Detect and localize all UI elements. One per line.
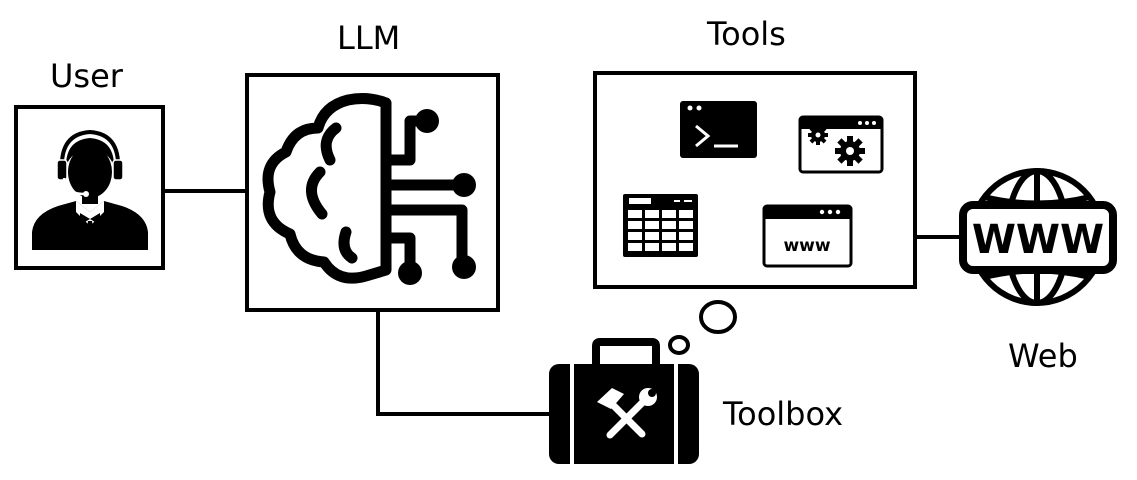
user-label: User: [50, 57, 123, 95]
settings-window-icon: [798, 115, 884, 174]
web-label: Web: [1008, 337, 1078, 375]
toolbox-label: Toolbox: [723, 395, 843, 433]
globe-www-icon: WWW: [959, 168, 1117, 306]
thought-bubbles: [668, 300, 737, 355]
llm-label: LLM: [337, 19, 401, 57]
spreadsheet-icon: [623, 194, 698, 257]
llm-toolbox-connector: [376, 310, 550, 416]
browser-www-icon: www: [762, 204, 853, 268]
tools-node: www: [593, 71, 917, 289]
llm-node: [245, 73, 500, 312]
tools-label: Tools: [707, 15, 786, 53]
user-node: [14, 105, 165, 270]
support-agent-icon: [32, 129, 148, 250]
svg-text:www: www: [783, 236, 830, 256]
terminal-window-icon: [680, 101, 757, 158]
toolbox-icon: [549, 338, 699, 464]
circuit-nodes: [398, 109, 476, 285]
svg-text:WWW: WWW: [972, 217, 1104, 263]
